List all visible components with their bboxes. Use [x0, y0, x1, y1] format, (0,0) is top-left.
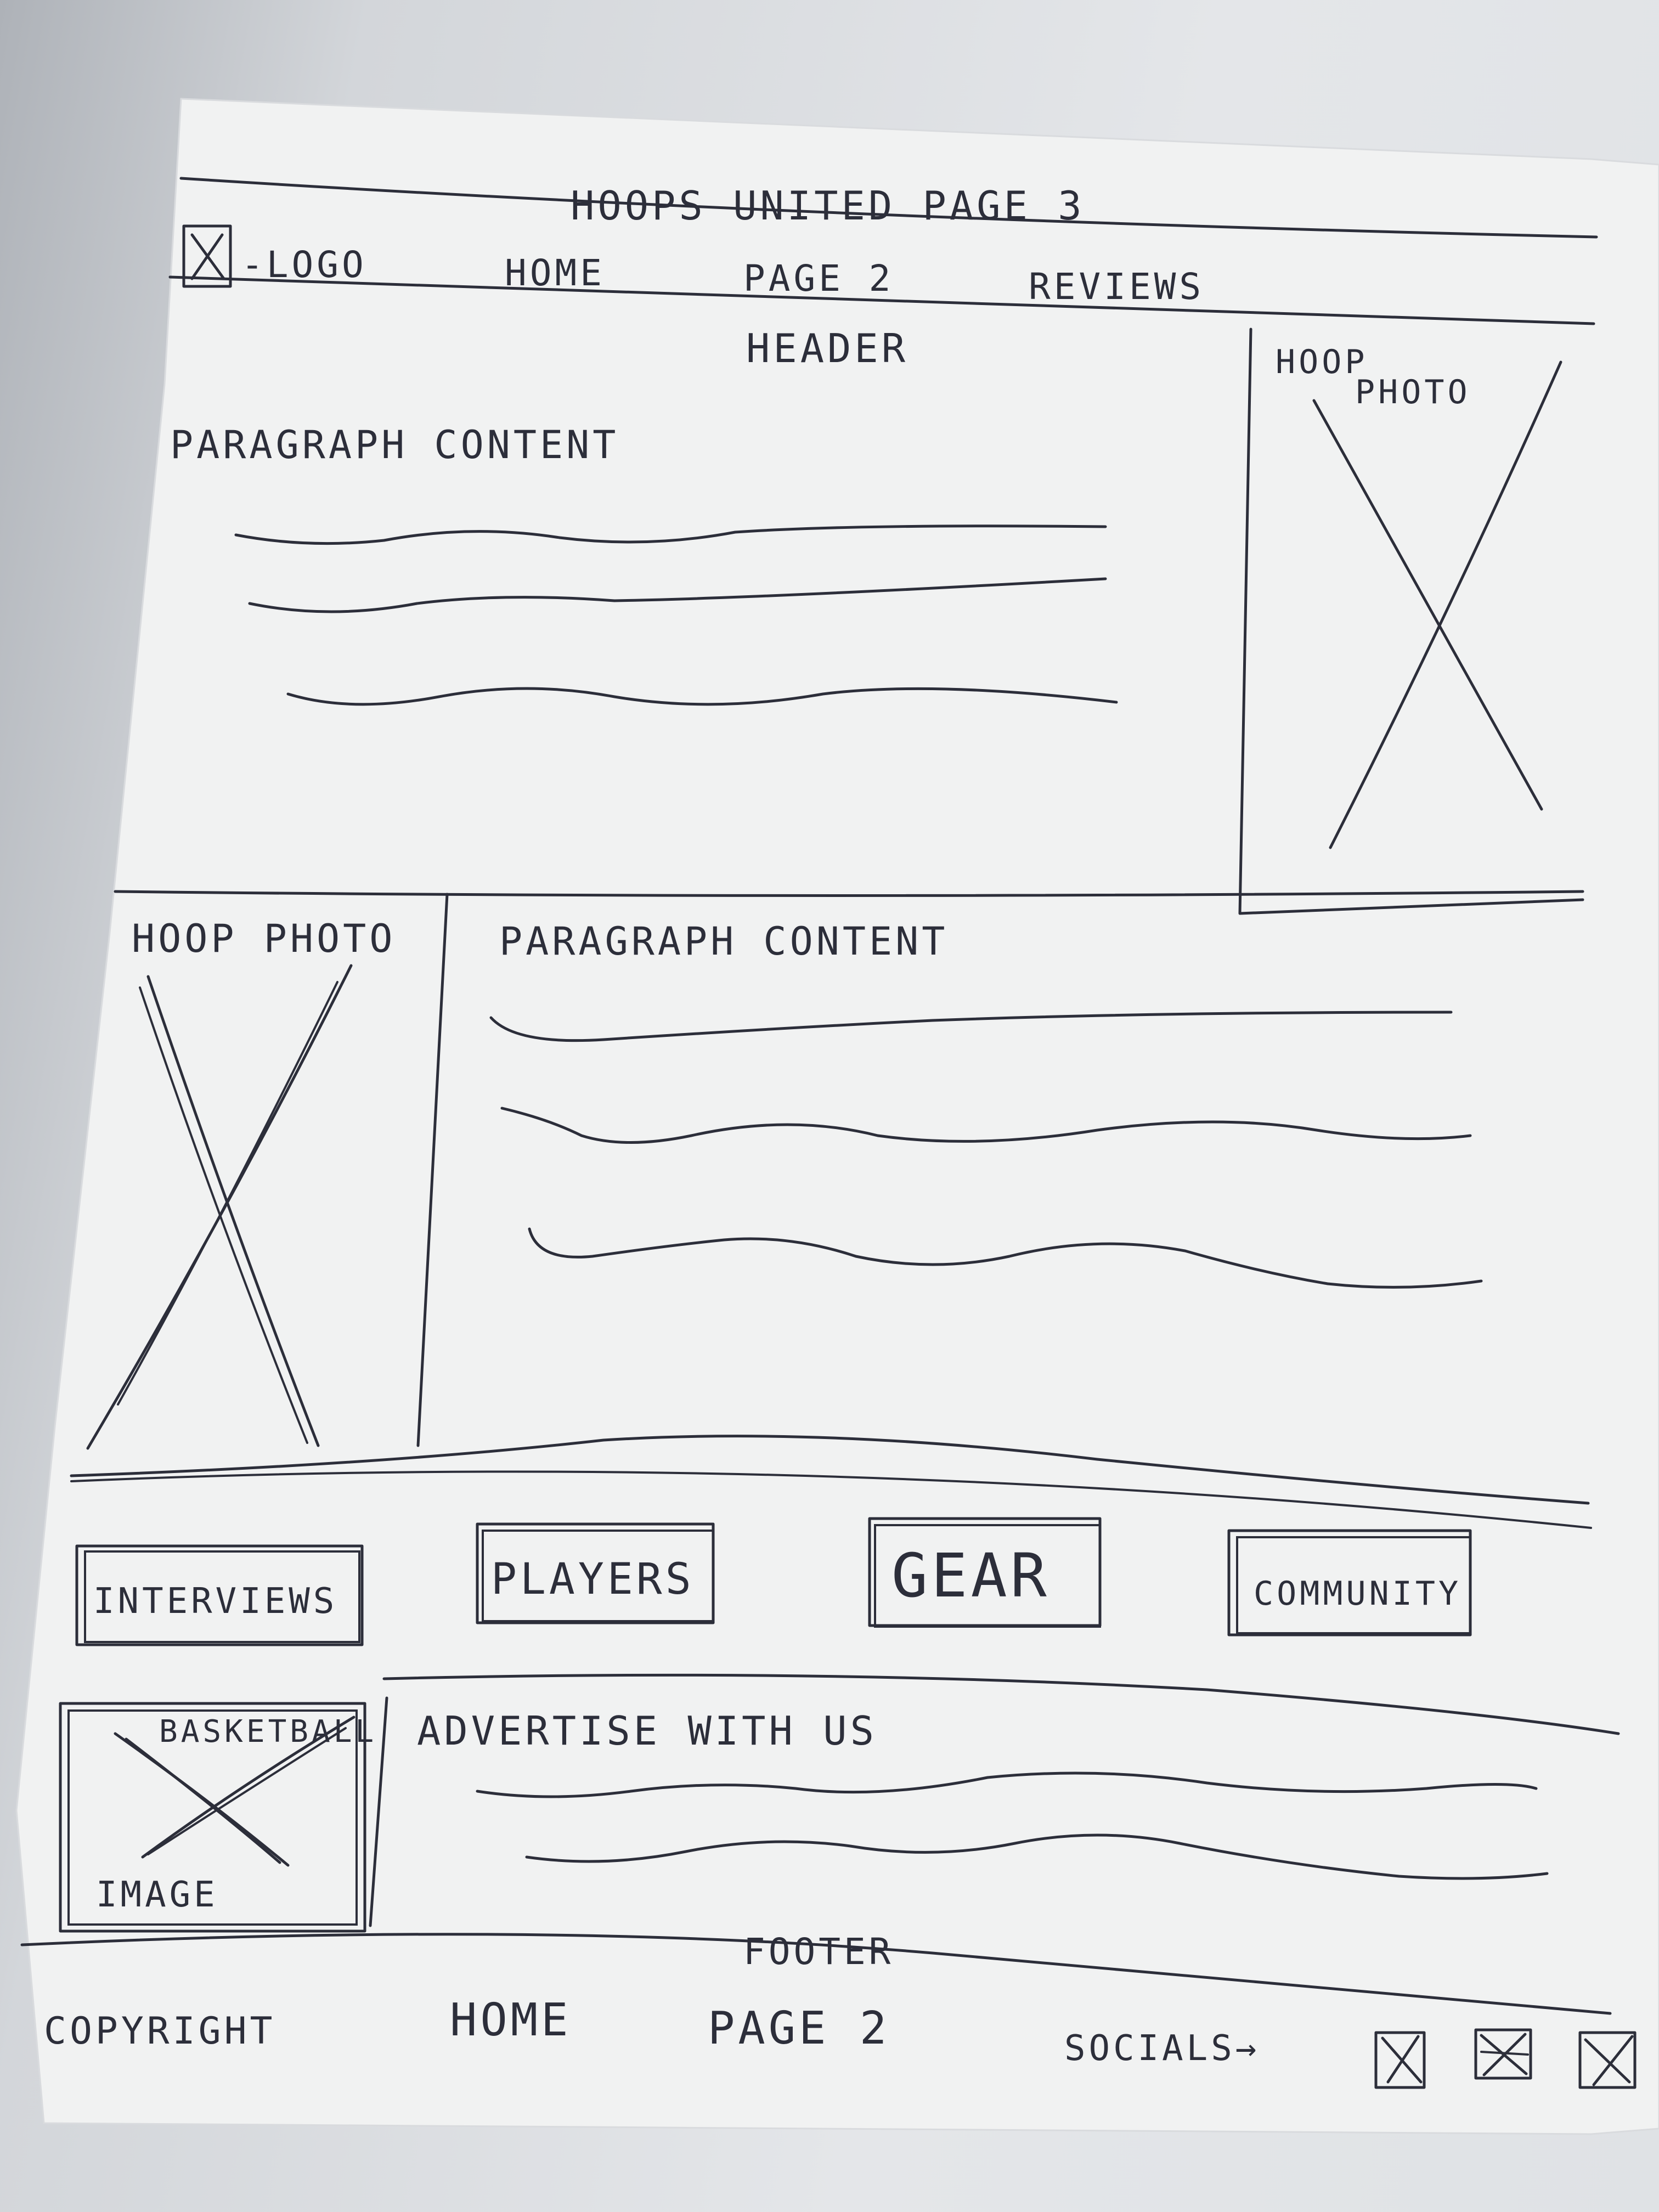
section2-text-line-1 [489, 1011, 1453, 1042]
community-button[interactable]: COMMUNITY [1227, 1529, 1472, 1637]
ad-text-line-1 [476, 1771, 1538, 1798]
section2-photo-label: HOOP PHOTO [132, 916, 396, 961]
nav-link-page-2[interactable]: PAGE 2 [743, 257, 894, 300]
footer-top-divider [20, 1933, 1612, 2015]
ad-image-label-top: BASKETBALL [159, 1714, 377, 1750]
gear-button[interactable]: GEAR [868, 1517, 1102, 1628]
social-icon-3[interactable] [1578, 2031, 1637, 2089]
section2-paragraph-label: PARAGRAPH CONTENT [499, 919, 948, 964]
section1-hoop-photo-placeholder-icon [1312, 360, 1562, 849]
section1-text-line-1 [234, 524, 1107, 545]
ad-section-title: ADVERTISE WITH US [417, 1708, 877, 1754]
footer-link-page-2[interactable]: PAGE 2 [708, 2002, 890, 2055]
page-title: HOOPS UNITED PAGE 3 [571, 183, 1085, 229]
players-button[interactable]: PLAYERS [476, 1522, 715, 1624]
social-icon-2[interactable] [1474, 2028, 1532, 2080]
players-button-label: PLAYERS [491, 1555, 695, 1604]
title-bar-top-line [179, 177, 1598, 239]
community-button-label: COMMUNITY [1254, 1575, 1462, 1613]
section2-photo-divider [416, 893, 449, 1447]
section1-bottom-divider [114, 890, 1584, 897]
ad-text-line-2 [525, 1833, 1549, 1880]
footer-socials-label: SOCIALS→ [1064, 2028, 1260, 2069]
logo-label: -LOGO [241, 244, 367, 286]
nav-link-home[interactable]: HOME [505, 252, 605, 294]
ad-section-top-divider [382, 1673, 1620, 1735]
header-label: HEADER [746, 325, 909, 371]
interviews-button[interactable]: INTERVIEWS [75, 1544, 364, 1646]
footer-link-home[interactable]: HOME [450, 1994, 571, 2046]
section1-photo-label-line2: PHOTO [1355, 373, 1471, 411]
gear-button-label: GEAR [891, 1541, 1050, 1611]
social-icon-1[interactable] [1374, 2031, 1426, 2089]
section2-bottom-divider [70, 1435, 1590, 1505]
section1-paragraph-label: PARAGRAPH CONTENT [170, 422, 619, 467]
paper-sheet [15, 98, 1659, 2135]
section1-photo-label-line1: HOOP [1276, 343, 1368, 381]
section2-bottom-divider-second [70, 1470, 1592, 1529]
section1-text-line-2 [248, 577, 1107, 613]
section1-text-line-3 [286, 687, 1118, 706]
ad-image-label-bottom: IMAGE [96, 1875, 218, 1915]
section2-text-line-2 [500, 1107, 1472, 1144]
nav-link-reviews[interactable]: REVIEWS [1029, 266, 1204, 308]
section1-photo-frame [1238, 328, 1584, 915]
logo-placeholder-icon [182, 224, 232, 288]
footer-copyright: COPYRIGHT [44, 2010, 275, 2053]
ad-section-divider [369, 1696, 388, 1927]
section2-text-line-3 [528, 1227, 1483, 1289]
basketball-image-placeholder-icon [59, 1702, 366, 1933]
title-bar-bottom-line [168, 275, 1595, 325]
interviews-button-label: INTERVIEWS [93, 1581, 337, 1622]
footer-label: FOOTER [743, 1931, 894, 1973]
section2-hoop-photo-placeholder-icon [86, 964, 353, 1450]
